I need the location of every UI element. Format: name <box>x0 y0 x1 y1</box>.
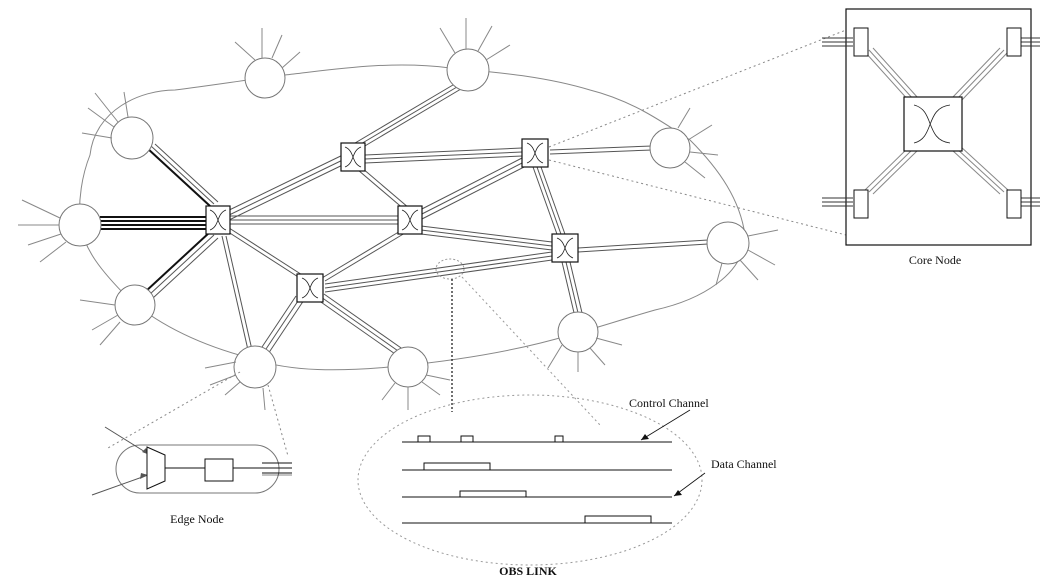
core-node <box>340 142 366 172</box>
network-boundary <box>79 64 746 371</box>
edge-node-spokes <box>18 18 779 411</box>
core-node <box>551 233 579 263</box>
edge-node <box>649 127 691 169</box>
core-nodes <box>205 138 579 303</box>
core-node <box>397 205 423 235</box>
edge-node <box>114 284 156 326</box>
edge-node <box>244 57 286 99</box>
data-channels <box>402 462 672 524</box>
edge-node-detail-frame <box>115 444 280 494</box>
obs-link-frame <box>357 394 703 566</box>
control-channel-label: Control Channel <box>629 396 709 410</box>
multiplexer-symbol <box>146 446 166 490</box>
burst-assembler-box <box>204 458 234 482</box>
data-channel-label: Data Channel <box>711 457 777 471</box>
edge-node <box>706 221 750 265</box>
obs-link-label: OBS LINK <box>499 564 557 578</box>
core-node-label: Core Node <box>909 253 961 267</box>
edge-node <box>557 311 599 353</box>
core-node <box>205 205 231 235</box>
edge-node <box>58 203 102 247</box>
edge-links <box>100 81 709 357</box>
core-node <box>296 273 324 303</box>
control-channel <box>402 435 672 443</box>
edge-node <box>233 345 277 389</box>
core-node-detail: Core Node <box>548 8 1040 267</box>
core-links <box>220 147 567 293</box>
edge-node <box>110 116 154 160</box>
obs-link-detail: Control Channel Data Channel OBS LINK <box>357 258 777 578</box>
link-zoom-marker <box>435 258 465 280</box>
optical-switch <box>903 96 963 152</box>
edge-node <box>387 346 429 388</box>
edge-node <box>446 48 490 92</box>
edge-node-label: Edge Node <box>170 512 224 526</box>
edge-nodes <box>58 48 750 389</box>
edge-node-detail: Edge Node <box>91 371 292 526</box>
core-node <box>521 138 549 168</box>
